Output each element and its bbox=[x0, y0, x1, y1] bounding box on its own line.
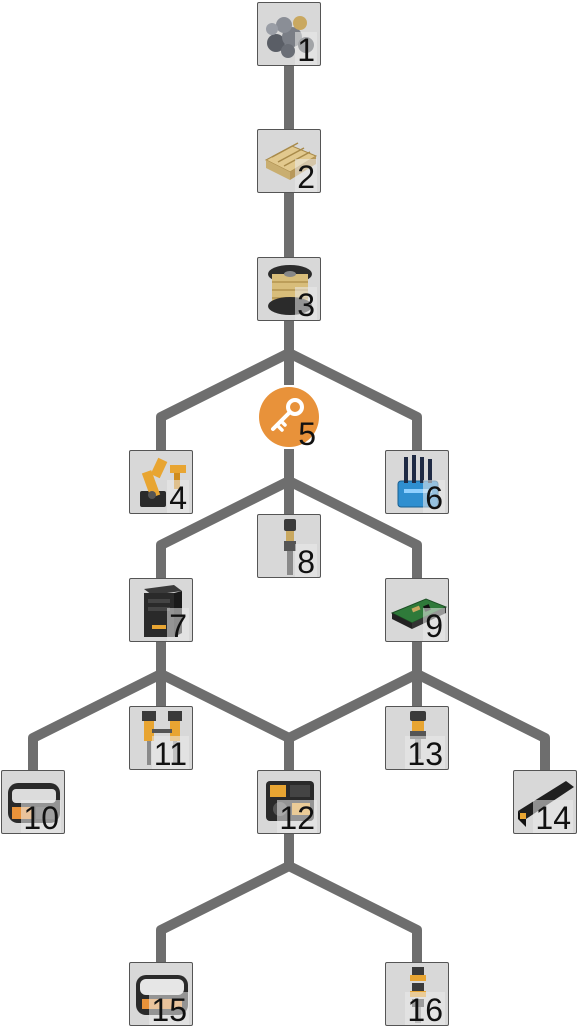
tree-node-8[interactable]: 8 bbox=[257, 514, 321, 578]
tree-node-6[interactable]: 6 bbox=[385, 450, 449, 514]
tree-node-1[interactable]: 1 bbox=[257, 2, 321, 66]
tree-node-4[interactable]: 4 bbox=[129, 450, 193, 514]
tree-node-9[interactable]: 9 bbox=[385, 578, 449, 642]
node-number: 4 bbox=[167, 480, 189, 514]
edge-5-9 bbox=[284, 449, 422, 578]
tree-node-3[interactable]: 3 bbox=[257, 257, 321, 321]
node-number: 6 bbox=[423, 480, 445, 514]
edge-12-16 bbox=[284, 834, 422, 962]
tree-node-16[interactable]: 16 bbox=[385, 962, 449, 1026]
tree-connections bbox=[28, 66, 550, 962]
node-number: 16 bbox=[405, 992, 445, 1026]
edge-3-6 bbox=[284, 321, 422, 450]
node-number: 14 bbox=[533, 800, 573, 834]
drill-bit-icon bbox=[284, 519, 296, 575]
tree-node-11[interactable]: 11 bbox=[129, 706, 193, 770]
node-number: 8 bbox=[295, 544, 317, 578]
tree-node-15[interactable]: 15 bbox=[129, 962, 193, 1026]
tree-node-13[interactable]: 13 bbox=[385, 706, 449, 770]
node-number: 13 bbox=[405, 736, 445, 770]
node-number: 11 bbox=[151, 736, 189, 770]
node-number: 15 bbox=[149, 992, 189, 1026]
node-number: 9 bbox=[423, 608, 445, 642]
node-number: 2 bbox=[295, 159, 317, 193]
node-number: 3 bbox=[295, 287, 317, 321]
node-number: 5 bbox=[298, 416, 316, 449]
tree-node-5[interactable]: 5 bbox=[257, 385, 321, 449]
cable-spool-icon bbox=[268, 265, 312, 315]
tree-node-7[interactable]: 7 bbox=[129, 578, 193, 642]
node-number: 7 bbox=[167, 608, 189, 642]
tree-node-12[interactable]: 12 bbox=[257, 770, 321, 834]
node-number: 12 bbox=[277, 800, 317, 834]
tree-node-2[interactable]: 2 bbox=[257, 129, 321, 193]
node-number: 1 bbox=[295, 32, 317, 66]
tree-node-10[interactable]: 10 bbox=[1, 770, 65, 834]
edge-9-14 bbox=[412, 642, 550, 770]
node-number: 10 bbox=[21, 800, 61, 834]
key-icon bbox=[259, 387, 319, 447]
edge-12-15 bbox=[156, 834, 294, 962]
tree-node-14[interactable]: 14 bbox=[513, 770, 577, 834]
